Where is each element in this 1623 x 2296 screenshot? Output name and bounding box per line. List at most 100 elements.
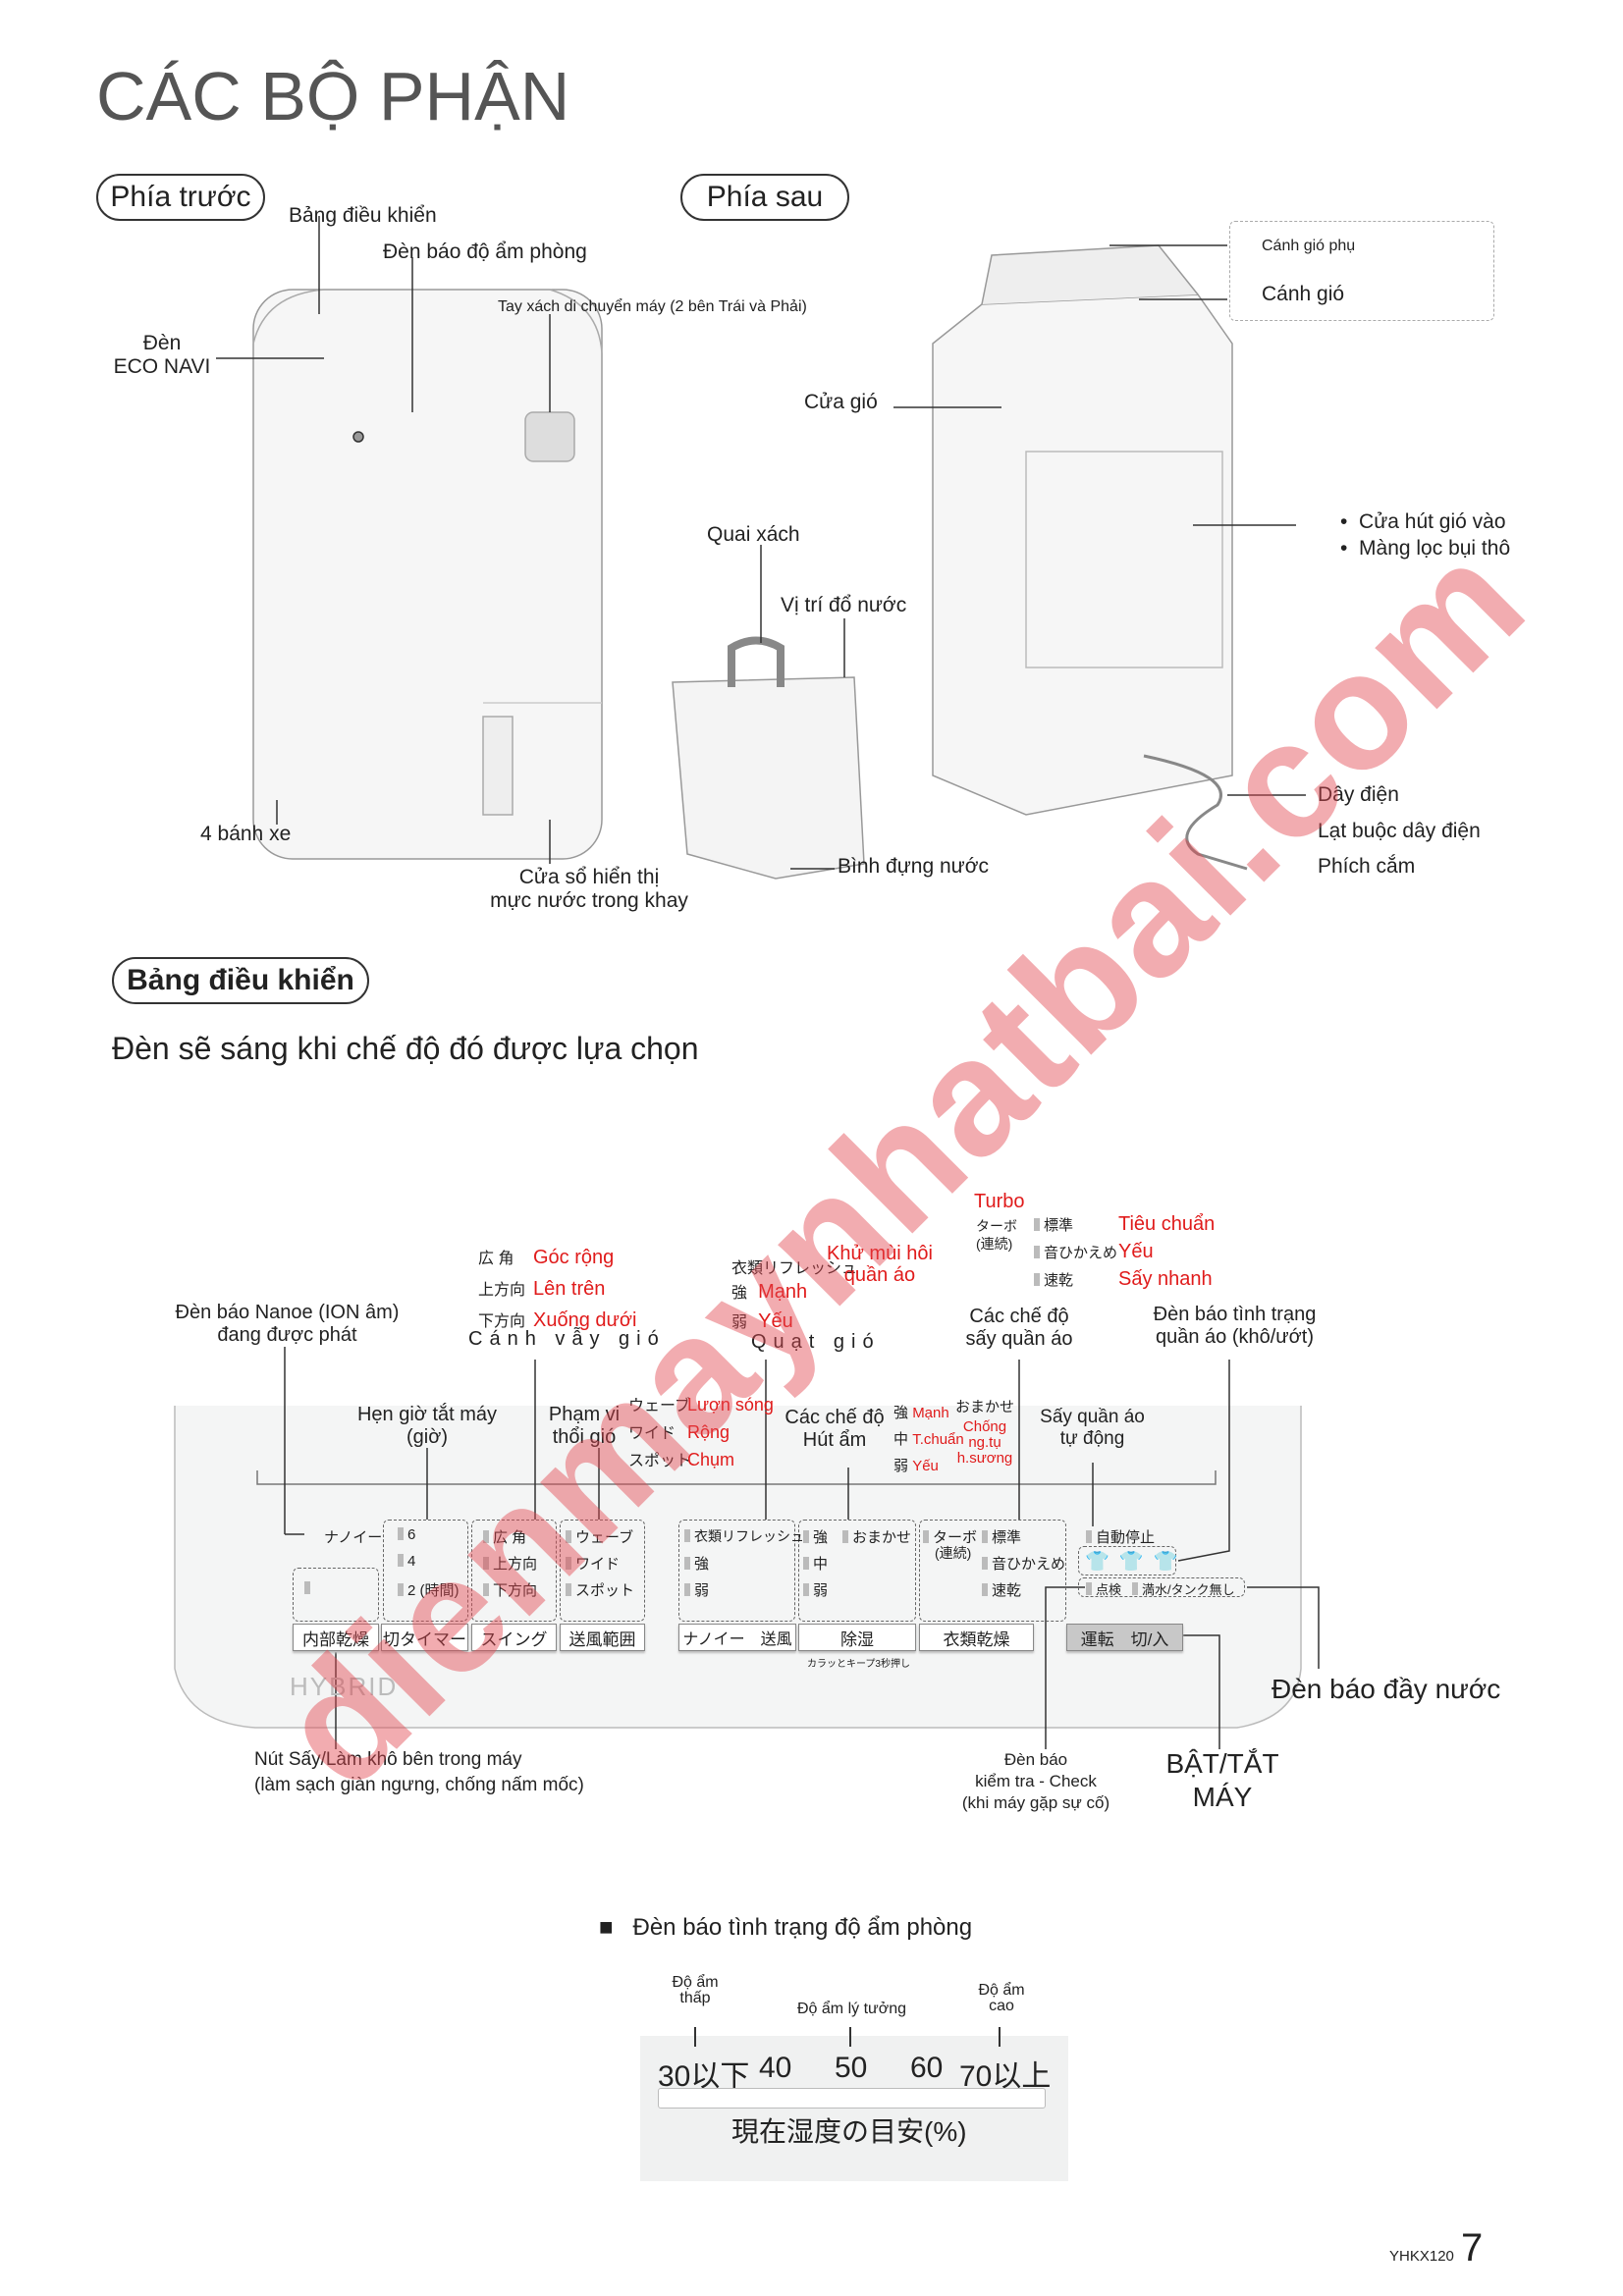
timer-line-1: Hẹn giờ tắt máy: [356, 1404, 498, 1425]
nanoe-line-1: Đèn báo Nanoe (ION âm): [175, 1302, 400, 1323]
dehumidify-button[interactable]: 除湿: [798, 1624, 916, 1651]
control-panel-label: Bảng điều khiển: [289, 204, 437, 227]
dry-vi: Sấy nhanh: [1118, 1268, 1213, 1290]
eco-line-2: ECO NAVI: [113, 355, 211, 378]
auto-stop-ind: 自動停止: [1086, 1526, 1155, 1547]
cloth-turbo-ind: ターボ: [923, 1526, 977, 1547]
plug-label: Phích cắm: [1318, 855, 1416, 878]
power-button[interactable]: 運転 切/入: [1066, 1624, 1183, 1651]
dry-jp: 音ひかえめ: [1034, 1240, 1118, 1266]
clothes-dry-button[interactable]: 衣類乾燥: [919, 1624, 1034, 1651]
swing-vi: Xuống dưới: [533, 1309, 637, 1331]
handle-label: Tay xách di chuyển máy (2 bên Trái và Ph…: [498, 298, 807, 315]
scale-40: 40: [759, 2052, 792, 2084]
page-number: 7: [1461, 2226, 1484, 2269]
back-label: Phía sau: [680, 174, 849, 221]
page-title: CÁC BỘ PHẬN: [96, 58, 570, 134]
panel-note: Đèn sẽ sáng khi chế độ đó được lựa chọn: [112, 1031, 699, 1066]
fan-refresh-ind: 衣類リフレッシュ: [684, 1526, 804, 1546]
timer-label: Hẹn giờ tắt máy(giờ): [349, 1404, 506, 1449]
cloth-quiet-ind: 音ひかえめ: [982, 1553, 1065, 1574]
swing-jp: 広 角: [478, 1251, 514, 1267]
range-spot-ind: スポット: [566, 1579, 634, 1600]
front-label: Phía trước: [96, 174, 265, 221]
panel-heading: Bảng điều khiển: [112, 957, 369, 1004]
dehum-jp: 強: [893, 1405, 909, 1421]
dry-title-2: sấy quần áo: [965, 1328, 1073, 1350]
fan-options: 強 Mạnh 弱 Yếu: [731, 1278, 807, 1337]
timer-2: 2 (時間): [398, 1579, 460, 1600]
range-vi: Chụm: [687, 1450, 735, 1469]
swing-vi: Lên trên: [533, 1278, 606, 1300]
scale-30: 30以下: [658, 2060, 750, 2093]
turbo-jp: ターボ(連続): [976, 1217, 1017, 1253]
range-jp: ウェーブ: [628, 1398, 691, 1415]
tank-label: Bình đựng nước: [838, 855, 989, 878]
nanoe-label: Đèn báo Nanoe (ION âm)đang được phát: [167, 1302, 407, 1347]
cloth-line-1: Đèn báo tình trạng: [1153, 1304, 1317, 1325]
low-1: Độ ẩm: [672, 1974, 719, 1991]
dehum-vi: T.chuẩn: [912, 1431, 964, 1448]
cloth-std-ind: 標準: [982, 1526, 1021, 1547]
fan-refresh-jp: 衣類リフレッシュ: [731, 1260, 858, 1277]
fan-title: Quạt gió: [751, 1331, 881, 1353]
range-jp: ワイド: [628, 1425, 676, 1442]
auto-line-2: tự động: [1059, 1428, 1125, 1449]
dehum-jp: 中: [893, 1431, 909, 1448]
dehum-line-1: Các chế độ: [784, 1407, 885, 1428]
inner-dry-indicator: [304, 1580, 314, 1597]
timer-6: 6: [398, 1526, 415, 1543]
range-wave-ind: ウェーブ: [566, 1526, 633, 1547]
fan-strong-ind: 強: [684, 1553, 709, 1574]
nanoe-fan-button[interactable]: ナノイー 送風: [678, 1624, 796, 1651]
power-line-2: MÁY: [1192, 1782, 1253, 1812]
omakase-vi-2: ng.tụ: [968, 1434, 1001, 1451]
turbo-label: Turbo: [974, 1191, 1025, 1212]
dehum-vi: Mạnh: [912, 1405, 949, 1421]
shirt-icons: 👕👕👕: [1085, 1551, 1188, 1573]
scale-70: 70以上: [959, 2060, 1052, 2093]
cord-label: Dây điện: [1318, 783, 1399, 806]
range-jp: スポット: [628, 1453, 692, 1469]
window-line-1: Cửa sổ hiển thị: [518, 866, 660, 888]
humidity-heading: ■ Đèn báo tình trạng độ ẩm phòng: [599, 1914, 973, 1941]
dehum-line-2: Hút ẩm: [802, 1429, 867, 1451]
omakase-jp: おまかせ: [954, 1399, 1014, 1415]
louver-label: Cánh gió: [1262, 283, 1345, 305]
humidity-bar: [658, 2088, 1046, 2109]
range-line-2: thổi gió: [552, 1426, 617, 1448]
dehum-auto-ind: おまかせ: [842, 1526, 911, 1547]
swing-up-ind: 上方向: [483, 1553, 537, 1574]
inlet-text: Cửa hút gió vào: [1359, 510, 1506, 533]
swing-button[interactable]: スイング: [471, 1624, 557, 1651]
tie-label: Lạt buộc dây điện: [1318, 820, 1481, 842]
timer-line-2: (giờ): [406, 1426, 448, 1448]
fan-vi: Mạnh: [758, 1281, 808, 1303]
eco-line-1: Đèn: [142, 332, 182, 354]
dry-jp: 速乾: [1034, 1267, 1118, 1294]
range-wide-ind: ワイド: [566, 1553, 620, 1574]
outlet-label: Cửa gió: [804, 391, 878, 413]
fan-vi: Yếu: [758, 1310, 793, 1332]
full-tank-ind: 満水/タンク無し: [1132, 1579, 1235, 1598]
off-timer-button[interactable]: 切タイマー: [381, 1624, 468, 1651]
sub-louver-label: Cánh gió phụ: [1262, 238, 1356, 254]
humidity-ideal: Độ ẩm lý tưởng: [797, 2001, 907, 2017]
dry-jp: 標準: [1034, 1212, 1118, 1239]
swing-wide-ind: 広 角: [483, 1526, 526, 1547]
swing-jp: 下方向: [478, 1313, 526, 1330]
air-range-button[interactable]: 送風範囲: [560, 1624, 645, 1651]
swing-jp: 上方向: [478, 1282, 526, 1299]
power-line-1: BẬT/TẮT: [1165, 1748, 1279, 1779]
inner-dry-button[interactable]: 内部乾燥: [293, 1624, 379, 1651]
